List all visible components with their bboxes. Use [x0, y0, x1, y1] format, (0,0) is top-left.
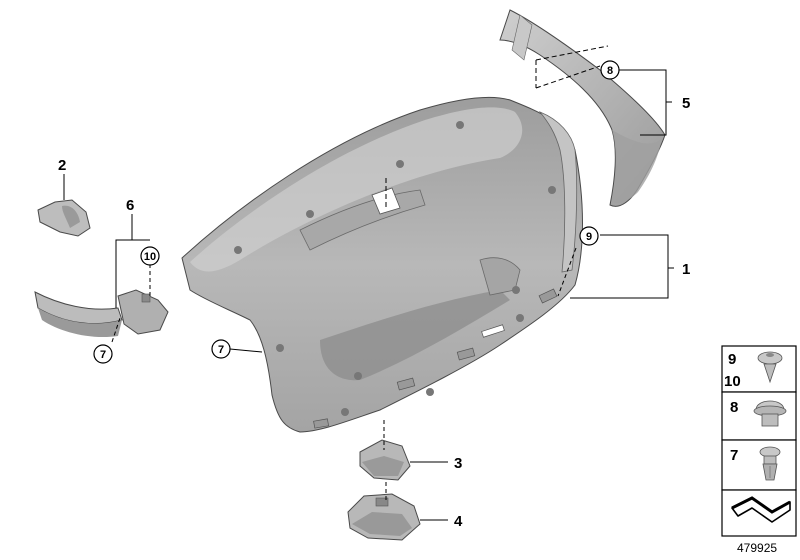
callouts: 1 2 3 4 5 6 10 7 7 8 9	[58, 60, 690, 530]
small-bracket-2	[37, 199, 91, 237]
legend-label-10: 10	[724, 373, 741, 390]
curved-trim-piece-6	[34, 289, 169, 338]
callout-9: 9	[586, 231, 592, 243]
image-id: 479925	[737, 541, 777, 555]
trunk-lid-trim-panel	[181, 96, 583, 433]
legend-label-8: 8	[730, 399, 738, 416]
leader-lines	[63, 45, 674, 521]
legend-label-9: 9	[728, 351, 736, 368]
direction-arrow-icon	[731, 496, 791, 523]
cover-cap-3	[359, 439, 411, 481]
callout-7-left: 7	[100, 349, 106, 361]
callout-2: 2	[58, 157, 66, 174]
callout-6: 6	[126, 197, 134, 214]
legend-label-7: 7	[730, 447, 738, 464]
callout-4: 4	[454, 513, 463, 530]
fastener-legend: 9 10 8 7	[721, 345, 797, 537]
cover-cap-4	[347, 493, 421, 541]
callout-7-panel: 7	[218, 344, 224, 356]
callout-3: 3	[454, 455, 462, 472]
callout-10: 10	[144, 251, 156, 263]
callout-1: 1	[682, 261, 690, 278]
expanding-rivet-icon	[753, 400, 787, 427]
push-rivet-icon	[757, 351, 783, 384]
clip-icon	[759, 446, 781, 481]
side-trim-piece	[499, 9, 666, 207]
callout-5: 5	[682, 95, 690, 112]
callout-8: 8	[607, 65, 613, 77]
